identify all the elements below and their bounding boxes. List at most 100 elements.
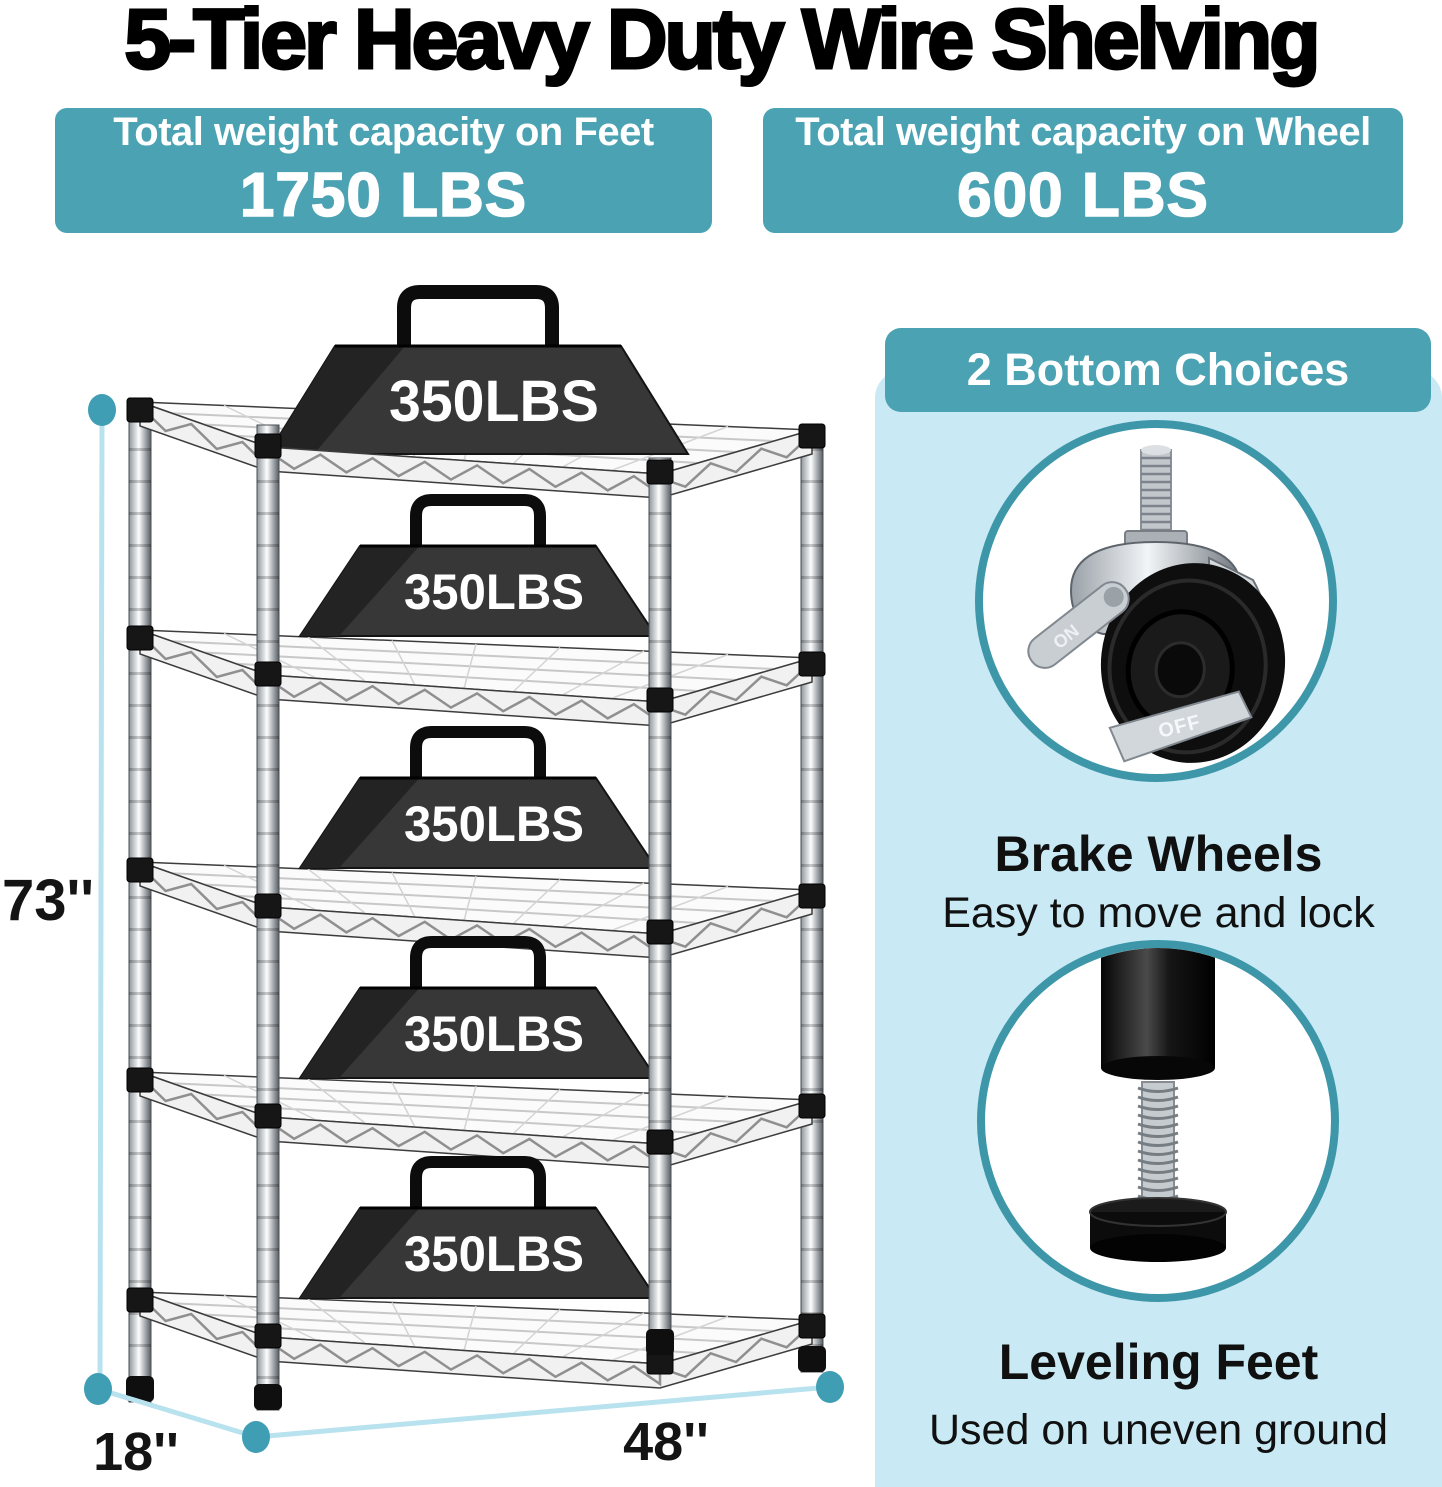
brake-off-lever: OFF bbox=[1108, 690, 1253, 763]
pole-collar bbox=[254, 433, 282, 459]
weight-handle bbox=[410, 726, 546, 792]
shelf-pole-grooves bbox=[649, 458, 671, 1355]
weight-block-side bbox=[300, 546, 420, 636]
shelf-wire bbox=[307, 636, 367, 683]
capacity-box-wheel: Total weight capacity on Wheel 600 LBS bbox=[763, 108, 1403, 233]
shelf-wire bbox=[512, 1308, 561, 1355]
leveling-foot-icon bbox=[1089, 948, 1227, 1262]
shelf-tier: 350LBS bbox=[139, 494, 813, 727]
brake-wheels-title: Brake Wheels bbox=[994, 826, 1323, 882]
depth-dimension-label: 18'' bbox=[93, 1422, 179, 1482]
dimension-annotations: 73'' 18'' 48'' bbox=[2, 394, 844, 1482]
pole-collar bbox=[798, 423, 826, 449]
shelf-wire bbox=[307, 1078, 367, 1125]
pole-collar bbox=[254, 1323, 282, 1349]
shelf-wire bbox=[391, 872, 416, 918]
pole-collar bbox=[126, 857, 154, 883]
weight-handle bbox=[410, 936, 546, 1002]
dimension-line-height bbox=[97, 409, 105, 1390]
shelf-wire bbox=[561, 882, 645, 928]
bottom-choices-panel: 2 Bottom Choices bbox=[875, 328, 1442, 1487]
brake-wheel-image: ON OFF bbox=[975, 420, 1337, 782]
caster-stem bbox=[1124, 445, 1188, 549]
weight-handle bbox=[410, 1156, 546, 1222]
weight-label: 350LBS bbox=[404, 1226, 584, 1282]
weight-block-side bbox=[268, 346, 405, 454]
leg-tube bbox=[1101, 948, 1215, 1080]
capacity-value: 600 LBS bbox=[956, 160, 1209, 231]
shelf-wire bbox=[463, 1305, 477, 1351]
capacity-label: Total weight capacity on Feet bbox=[113, 110, 654, 154]
weight-label: 350LBS bbox=[389, 369, 599, 434]
foot-pad bbox=[1089, 1197, 1227, 1262]
shelf-tier: 350LBS bbox=[139, 936, 813, 1169]
shelf-wire bbox=[463, 875, 477, 921]
pole-collar bbox=[254, 1103, 282, 1129]
height-dimension-label: 73'' bbox=[2, 868, 94, 933]
weight-handle bbox=[397, 285, 559, 361]
pole-foot-cap bbox=[646, 1329, 674, 1355]
shelf-wire bbox=[561, 1312, 645, 1358]
pole-collar bbox=[646, 1129, 674, 1155]
leveling-foot-image bbox=[977, 940, 1339, 1302]
shelf-truss-band bbox=[139, 400, 813, 499]
brake-wheels-description: Easy to move and lock bbox=[942, 889, 1375, 937]
brake-on-lever: ON bbox=[1027, 581, 1130, 669]
pole-collar bbox=[126, 1287, 154, 1313]
shelf-wire bbox=[463, 643, 477, 689]
shelf-wire bbox=[307, 1298, 367, 1345]
pole-collar bbox=[254, 661, 282, 687]
pole-collar bbox=[798, 651, 826, 677]
pole-collar bbox=[798, 1313, 826, 1339]
dimension-dot bbox=[242, 1421, 270, 1453]
weight-handle bbox=[410, 494, 546, 560]
pole-collar bbox=[126, 397, 154, 423]
pole-collar bbox=[646, 687, 674, 713]
width-dimension-label: 48'' bbox=[623, 1412, 709, 1472]
wire-shelf-unit: 350LBS 350LBS 350LBS 350LBS 350LBS bbox=[126, 285, 826, 1411]
pole-collar bbox=[646, 919, 674, 945]
page-title: 5-Tier Heavy Duty Wire Shelving bbox=[123, 0, 1322, 86]
weight-block-side bbox=[300, 778, 420, 868]
pole-collar bbox=[798, 883, 826, 909]
shelf-tier: 350LBS bbox=[139, 1156, 813, 1389]
shelf-truss-band bbox=[139, 860, 813, 959]
shelf-wire bbox=[512, 878, 561, 925]
pole-foot-cap bbox=[126, 1376, 154, 1402]
shelf-wire bbox=[391, 1082, 416, 1128]
capacity-box-feet: Total weight capacity on Feet 1750 LBS bbox=[55, 108, 712, 233]
pole-collar bbox=[798, 1093, 826, 1119]
weight-label: 350LBS bbox=[404, 796, 584, 852]
shelf-wire bbox=[512, 646, 561, 693]
pole-collar bbox=[126, 625, 154, 651]
dimension-dot bbox=[88, 394, 116, 426]
dimension-line-width bbox=[255, 1384, 831, 1440]
pole-collar bbox=[646, 459, 674, 485]
pole-foot-cap bbox=[798, 1346, 826, 1372]
shelf-tier: 350LBS bbox=[139, 285, 813, 499]
pole-collar bbox=[126, 1067, 154, 1093]
shelf-wire bbox=[561, 1092, 645, 1138]
shelf-pole-grooves bbox=[129, 398, 151, 1402]
caster-wheel-icon: ON OFF bbox=[1027, 445, 1286, 763]
shelving-svg: 350LBS 350LBS 350LBS 350LBS 350LBS 73'' 18''… bbox=[2, 285, 844, 1482]
shelf-truss-band bbox=[139, 1290, 813, 1389]
shelf-wire bbox=[512, 1088, 561, 1135]
leveling-feet-description: Used on uneven ground bbox=[928, 1406, 1389, 1454]
panel-header-badge: 2 Bottom Choices bbox=[885, 328, 1431, 412]
weight-block-side bbox=[300, 988, 420, 1078]
dimension-dot bbox=[84, 1373, 112, 1405]
shelf-wire bbox=[463, 1085, 477, 1131]
shelf-wire bbox=[307, 868, 367, 915]
capacity-label: Total weight capacity on Wheel bbox=[795, 110, 1371, 154]
shelf-tier: 350LBS bbox=[139, 726, 813, 959]
pole-collar bbox=[254, 893, 282, 919]
weight-label: 350LBS bbox=[404, 1006, 584, 1062]
weight-block-side bbox=[300, 1208, 420, 1298]
threaded-rod bbox=[1137, 1081, 1179, 1201]
dimension-line-depth bbox=[97, 1386, 257, 1440]
pole-foot-cap bbox=[254, 1384, 282, 1410]
shelf-truss-band bbox=[139, 628, 813, 727]
weight-label: 350LBS bbox=[404, 564, 584, 620]
